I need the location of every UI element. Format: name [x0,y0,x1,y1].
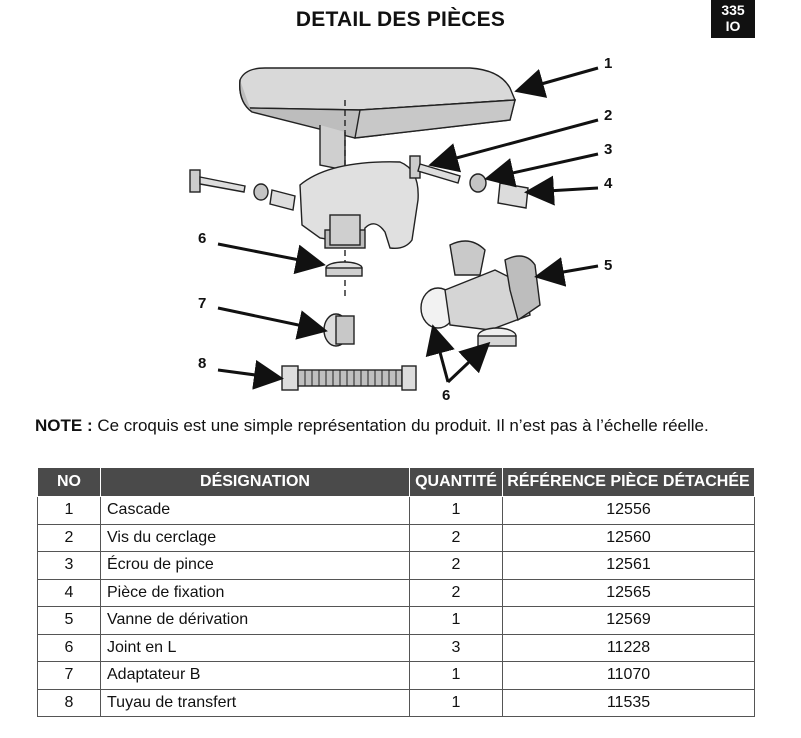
row-ref: 12560 [502,523,755,552]
header-reference: RÉFÉRENCE PIÈCE DÉTACHÉE [502,467,755,497]
row-ref: 11228 [502,633,755,662]
row-qty: 1 [409,606,503,635]
row-qty: 1 [409,496,503,525]
plate-part [497,182,529,209]
header-designation: DÉSIGNATION [100,467,410,497]
row-no: 8 [37,688,101,717]
row-name: Vanne de dérivation [100,606,410,635]
row-qty: 2 [409,578,503,607]
callout-6: 6 [198,230,206,247]
badge-suffix: IO [725,18,741,34]
row-ref: 11070 [502,661,755,690]
callout-5: 5 [604,257,612,274]
row-qty: 2 [409,523,503,552]
row-name: Adaptateur B [100,661,410,690]
bypass-valve-part [420,240,541,347]
transfer-hose-part [281,365,417,391]
row-qty: 3 [409,633,503,662]
row-no: 3 [37,551,101,580]
clamp-bracket-part [299,161,419,250]
callout-7: 7 [198,295,206,312]
callout-3: 3 [604,141,612,158]
row-qty: 1 [409,661,503,690]
row-name: Cascade [100,496,410,525]
header-no: NO [37,467,101,497]
row-ref: 12561 [502,551,755,580]
left-screw-set [189,169,296,211]
header-quantity: QUANTITÉ [409,467,503,497]
row-no: 7 [37,661,101,690]
row-name: Pièce de fixation [100,578,410,607]
note-text: Ce croquis est une simple représentation… [97,416,709,435]
callout-6-b: 6 [442,387,450,404]
row-no: 4 [37,578,101,607]
row-qty: 2 [409,551,503,580]
callout-2: 2 [604,107,612,124]
parts-table: NO DÉSIGNATION QUANTITÉ RÉFÉRENCE PIÈCE … [37,467,755,717]
badge-model: 335 [721,2,745,18]
row-name: Vis du cerclage [100,523,410,552]
row-name: Joint en L [100,633,410,662]
row-name: Tuyau de transfert [100,688,410,717]
row-ref: 12565 [502,578,755,607]
note-label: NOTE : [35,416,93,435]
row-ref: 11535 [502,688,755,717]
table-header-row: NO DÉSIGNATION QUANTITÉ RÉFÉRENCE PIÈCE … [37,467,755,497]
row-ref: 12556 [502,496,755,525]
row-no: 6 [37,633,101,662]
row-ref: 12569 [502,606,755,635]
adapter-part [323,313,355,347]
row-no: 1 [37,496,101,525]
row-no: 2 [37,523,101,552]
exploded-parts-diagram: 1 2 3 4 5 6 7 8 6 [189,55,613,404]
callout-4: 4 [604,175,613,192]
page-title: DETAIL DES PIÈCES [295,8,506,31]
row-name: Écrou de pince [100,551,410,580]
cascade-part [239,67,517,171]
page-badge: 335 IO [711,0,755,38]
row-qty: 1 [409,688,503,717]
nut-part [469,173,487,193]
callout-1: 1 [604,55,612,72]
row-no: 5 [37,606,101,635]
callout-8: 8 [198,355,206,372]
gasket-part [325,261,363,277]
note-paragraph: NOTE : Ce croquis est une simple représe… [35,415,765,436]
